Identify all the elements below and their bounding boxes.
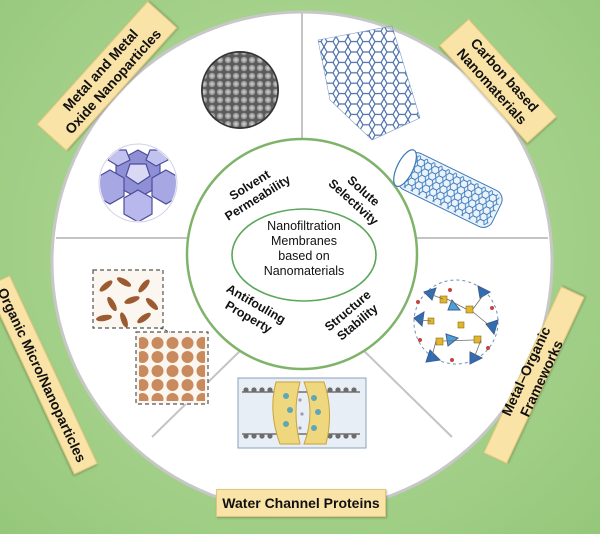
center-title-line4: Nanomaterials	[263, 264, 345, 278]
graphene-sheet-image	[317, 25, 421, 141]
label-water-channel-proteins: Water Channel Proteins	[216, 489, 386, 517]
center-title-line2: Membranes	[271, 234, 337, 248]
center-title-line3: based on	[278, 249, 330, 263]
center-title: Nanofiltration Membranes based on Nanoma…	[248, 219, 360, 279]
center-title-line1: Nanofiltration	[267, 219, 341, 233]
mof-framework-image	[413, 279, 499, 365]
carbon-nanotube-image	[393, 149, 503, 228]
membrane-protein-image	[237, 377, 367, 449]
water-label: Water Channel Proteins	[222, 494, 380, 511]
center-ellipse	[231, 208, 377, 302]
zeolite-cage-image	[98, 143, 178, 223]
organic-particles-image	[92, 269, 209, 405]
nanoparticle-sem-image	[201, 51, 279, 129]
